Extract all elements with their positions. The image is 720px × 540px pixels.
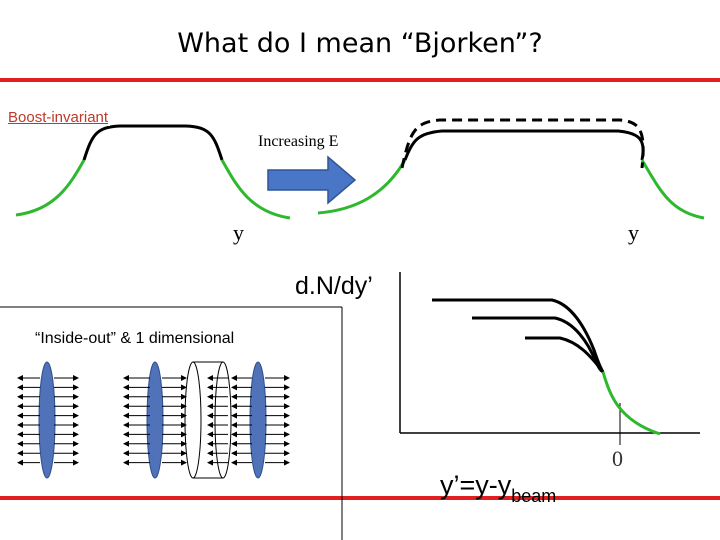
- inside-out-label: “Inside-out” & 1 dimensional: [35, 330, 234, 348]
- nucleus-center-right-outline: [185, 362, 231, 478]
- nucleus-center-left: [147, 362, 163, 478]
- zero-tick-label: 0: [612, 446, 623, 472]
- yprime-main: y’=y-y: [440, 470, 511, 500]
- nucleus-right: [250, 362, 266, 478]
- boost-invariant-label: Boost-invariant: [6, 109, 110, 126]
- y-axis-label-left: y: [233, 220, 244, 246]
- nucleus-left: [39, 362, 55, 478]
- yprime-label: y’=y-ybeam: [440, 470, 556, 507]
- increasing-energy-arrow: [268, 157, 355, 203]
- yprime-subscript: beam: [511, 486, 556, 506]
- dndy-plot-axes: [400, 272, 700, 445]
- increasing-energy-label: Increasing E: [258, 133, 338, 151]
- dndy-label: d.N/dy’: [295, 272, 373, 301]
- left-rapidity-curve: [16, 126, 290, 218]
- dndy-curves: [432, 300, 660, 434]
- right-rapidity-curve: [318, 120, 704, 218]
- y-axis-label-right: y: [628, 220, 639, 246]
